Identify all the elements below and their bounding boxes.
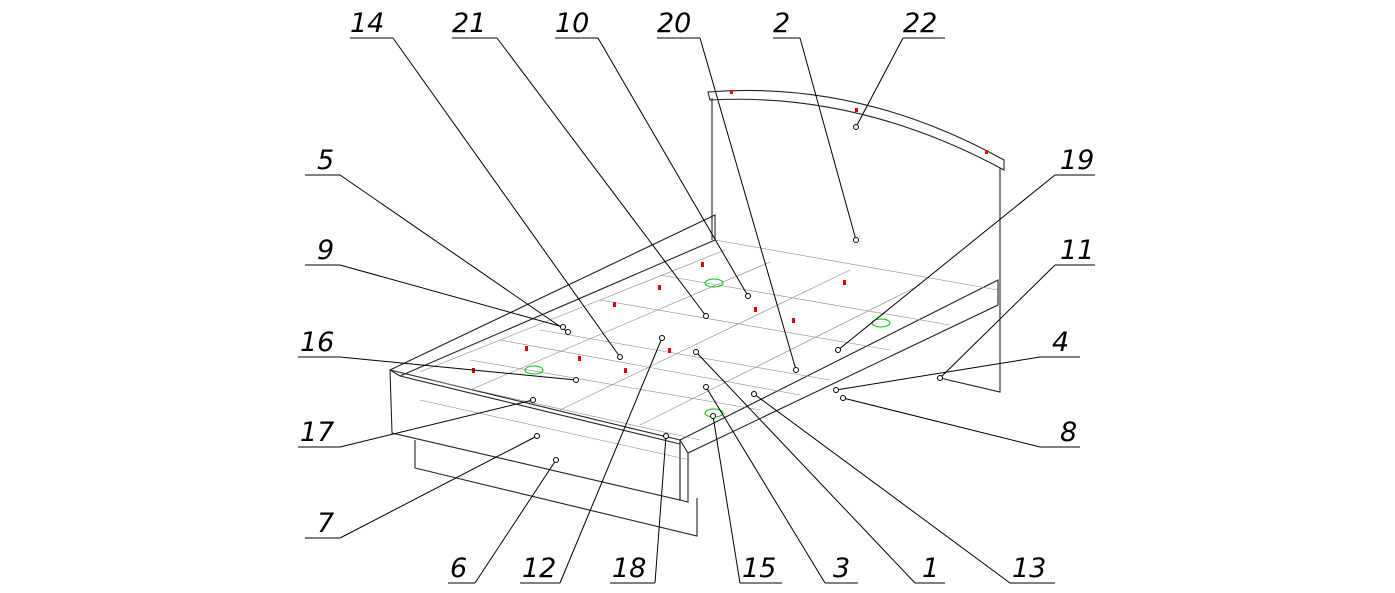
side-rail-left — [389, 214, 716, 377]
leader-line — [597, 37, 749, 297]
leader-dot — [663, 433, 669, 439]
callout-label: 18 — [612, 553, 646, 584]
callout-label: 9 — [317, 235, 334, 266]
callout-label: 11 — [1060, 235, 1094, 266]
leader-dot — [534, 433, 540, 439]
callout-21: 21 — [452, 8, 709, 319]
leader-line — [392, 37, 621, 358]
leader-line — [339, 399, 534, 448]
leader-dot — [693, 349, 699, 355]
leader-dot — [560, 324, 566, 330]
leader-dot — [793, 367, 799, 373]
foot-plinth — [414, 440, 698, 537]
callout-9: 9 — [305, 235, 566, 330]
callout-15: 15 — [710, 413, 782, 584]
callout-label: 17 — [300, 417, 334, 448]
leader-line — [842, 397, 1041, 448]
callout-14: 14 — [350, 8, 623, 360]
leader-line — [705, 386, 826, 584]
leader-dot — [703, 313, 709, 319]
callout-8: 8 — [840, 395, 1080, 448]
callout-16: 16 — [298, 327, 579, 383]
callout-label: 5 — [317, 145, 334, 176]
callout-label: 7 — [317, 508, 334, 539]
callout-19: 19 — [835, 145, 1095, 353]
leader-line — [837, 174, 1056, 351]
callout-label: 12 — [522, 553, 556, 584]
leader-line — [339, 356, 577, 381]
callout-label: 6 — [450, 553, 467, 584]
side-rail-right — [679, 279, 999, 503]
callout-1: 1 — [693, 349, 945, 584]
leader-dot — [745, 293, 751, 299]
leader-dot — [853, 237, 859, 243]
leader-line — [339, 435, 538, 539]
callout-label: 16 — [300, 327, 334, 358]
callout-18: 18 — [610, 433, 669, 584]
callout-12: 12 — [520, 335, 665, 584]
callout-label: 15 — [742, 553, 776, 584]
callout-5: 5 — [305, 145, 571, 335]
callout-label: 13 — [1012, 553, 1046, 584]
leader-dot — [853, 124, 859, 130]
leader-dot — [937, 375, 943, 381]
callout-13: 13 — [751, 391, 1055, 584]
leader-line — [559, 337, 663, 584]
leader-dot — [833, 387, 839, 393]
leader-dot — [703, 384, 709, 390]
callout-4: 4 — [833, 327, 1080, 393]
leader-dot — [840, 395, 846, 401]
leader-line — [339, 174, 569, 333]
frame-interior — [419, 239, 999, 461]
leader-line — [855, 37, 904, 128]
callout-17: 17 — [298, 397, 536, 448]
leader-line — [654, 435, 667, 584]
leader-dot — [751, 391, 757, 397]
leader-line — [712, 415, 741, 584]
fasteners — [472, 90, 988, 373]
callout-label: 19 — [1060, 145, 1094, 176]
leader-line — [753, 393, 1011, 584]
callout-label: 2 — [773, 8, 790, 39]
callout-label: 4 — [1052, 327, 1069, 358]
callout-label: 10 — [555, 8, 589, 39]
callout-3: 3 — [703, 384, 858, 584]
leader-line — [695, 351, 916, 584]
headboard-panel — [711, 98, 1001, 393]
leader-dot — [710, 413, 716, 419]
leader-line — [339, 264, 564, 328]
callout-22: 22 — [853, 8, 945, 130]
footboard — [389, 369, 681, 501]
callout-6: 6 — [448, 457, 559, 584]
callout-20: 20 — [657, 8, 799, 373]
leader-line — [799, 37, 857, 241]
callout-label: 1 — [922, 553, 939, 584]
leader-dot — [835, 347, 841, 353]
leader-dot — [565, 329, 571, 335]
callout-label: 22 — [903, 8, 937, 39]
callout-11: 11 — [937, 235, 1095, 381]
callout-10: 10 — [555, 8, 751, 299]
callout-label: 3 — [833, 553, 850, 584]
bed-drawing — [389, 89, 1005, 537]
leader-line — [474, 459, 557, 584]
headboard — [707, 89, 1005, 171]
leader-dot — [573, 377, 579, 383]
callout-2: 2 — [773, 8, 859, 243]
leader-dot — [553, 457, 559, 463]
leader-line — [496, 37, 707, 317]
leader-line — [835, 356, 1041, 391]
callout-7: 7 — [305, 433, 540, 539]
leader-line — [939, 264, 1056, 379]
callout-label: 21 — [452, 8, 486, 39]
leader-dot — [659, 335, 665, 341]
callout-label: 8 — [1060, 417, 1077, 448]
leader-dot — [617, 354, 623, 360]
callout-label: 20 — [657, 8, 691, 39]
leader-dot — [530, 397, 536, 403]
leader-line — [699, 37, 797, 371]
callout-label: 14 — [350, 8, 384, 39]
